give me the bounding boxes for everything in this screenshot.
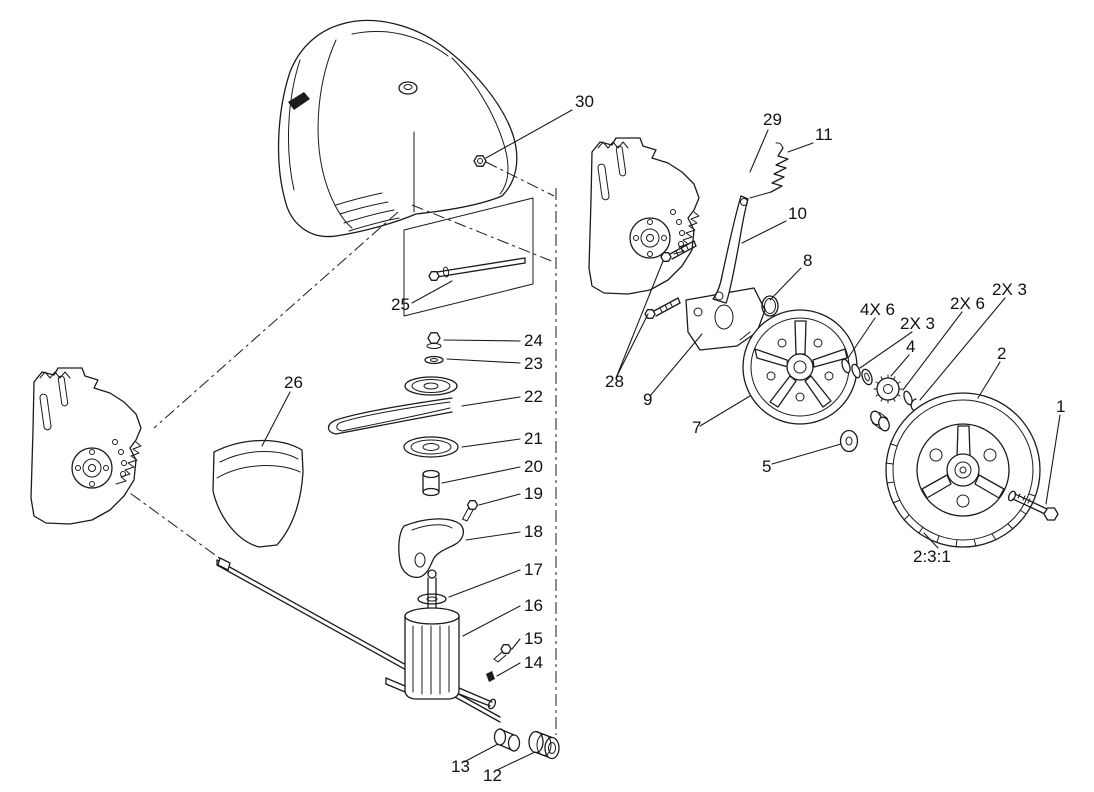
callout-21: 21 bbox=[524, 429, 543, 448]
housing-slot bbox=[288, 92, 310, 110]
belt-22 bbox=[327, 397, 453, 435]
callout-24: 24 bbox=[524, 331, 543, 350]
nut-part-30 bbox=[473, 155, 487, 167]
callout-20: 20 bbox=[524, 457, 543, 476]
bracket-9 bbox=[685, 287, 766, 351]
pinion-gear-4 bbox=[873, 374, 903, 404]
height-lever-assembly bbox=[644, 142, 789, 351]
callout-13: 13 bbox=[451, 757, 470, 776]
callout-29: 29 bbox=[763, 110, 782, 129]
bushing-13 bbox=[493, 728, 521, 752]
callout-4: 4 bbox=[906, 337, 915, 356]
drive-pulley-7 bbox=[742, 309, 858, 425]
belt-cover-26 bbox=[212, 439, 304, 548]
callout-tread-note: 2:3:1 bbox=[913, 547, 951, 566]
spacer-20 bbox=[422, 469, 440, 497]
axle-hex-detail bbox=[217, 557, 231, 571]
leader-lines bbox=[261, 109, 1061, 771]
callout-25: 25 bbox=[391, 295, 410, 314]
panel-outline bbox=[403, 197, 534, 317]
callout-17: 17 bbox=[524, 560, 543, 579]
callout-labels: 30 29 11 10 8 25 24 23 22 21 20 19 18 17… bbox=[284, 92, 1065, 785]
washer-small-4 bbox=[903, 390, 913, 406]
callout-30: 30 bbox=[575, 92, 594, 111]
rod-bolt-head bbox=[428, 271, 440, 281]
mower-housing bbox=[277, 19, 518, 238]
rod-assembly-25 bbox=[403, 197, 534, 317]
plate-spring-right bbox=[597, 141, 629, 149]
axle-bolt-1 bbox=[1007, 490, 1059, 521]
side-plate-left bbox=[30, 367, 142, 525]
bushing-13-coupling-12 bbox=[493, 728, 560, 760]
washer-small-3 bbox=[861, 368, 873, 386]
bolts-28 bbox=[644, 240, 697, 319]
bracket-18 bbox=[398, 518, 465, 578]
nut-24 bbox=[427, 332, 441, 344]
callout-11: 11 bbox=[815, 125, 833, 144]
callout-9: 9 bbox=[643, 390, 652, 409]
callout-7: 7 bbox=[692, 418, 701, 437]
callout-16: 16 bbox=[524, 596, 543, 615]
callout-2: 2 bbox=[997, 344, 1006, 363]
callout-15: 15 bbox=[524, 629, 543, 648]
callout-8: 8 bbox=[803, 251, 812, 270]
callout-qty-2x3-right: 2X 3 bbox=[992, 280, 1027, 299]
callout-12: 12 bbox=[483, 766, 502, 785]
washer-small-2 bbox=[851, 363, 861, 379]
washer-23 bbox=[424, 355, 444, 365]
bolt-15 bbox=[493, 644, 512, 663]
coupling-12 bbox=[528, 730, 560, 760]
washer-small-1 bbox=[841, 358, 851, 374]
adjuster-teeth-right bbox=[673, 211, 700, 255]
spacer-6 bbox=[870, 410, 890, 432]
callout-23: 23 bbox=[524, 354, 543, 373]
callout-26: 26 bbox=[284, 373, 303, 392]
o-ring-8 bbox=[761, 295, 779, 317]
callout-5: 5 bbox=[762, 457, 771, 476]
centerlines bbox=[111, 161, 557, 735]
callout-qty-2x6: 2X 6 bbox=[950, 294, 985, 313]
tire-tread bbox=[885, 443, 1036, 548]
oil-cap bbox=[398, 81, 418, 95]
plate-spring-left bbox=[39, 371, 71, 379]
bolt-head-hex bbox=[1043, 507, 1059, 521]
callout-22: 22 bbox=[524, 387, 543, 406]
transmission-16 bbox=[385, 569, 497, 710]
plate-hub-right bbox=[629, 217, 671, 259]
washer-17 bbox=[417, 593, 447, 605]
rear-wheel-2 bbox=[885, 392, 1041, 548]
lever-10 bbox=[712, 195, 749, 304]
callout-10: 10 bbox=[788, 204, 807, 223]
callout-qty-2x3-left: 2X 3 bbox=[900, 314, 935, 333]
callout-18: 18 bbox=[524, 522, 543, 541]
center-stack bbox=[327, 332, 512, 710]
plate-hub-left bbox=[71, 447, 113, 489]
callout-qty-4x6: 4X 6 bbox=[860, 300, 895, 319]
callout-19: 19 bbox=[524, 484, 543, 503]
callout-1: 1 bbox=[1056, 397, 1065, 416]
key-14 bbox=[486, 671, 495, 682]
callout-28: 28 bbox=[605, 372, 624, 391]
spring-11 bbox=[749, 142, 789, 199]
washer-5 bbox=[839, 429, 859, 453]
housing-hatching bbox=[335, 192, 400, 232]
bolt-19 bbox=[462, 500, 479, 522]
callout-14: 14 bbox=[524, 653, 543, 672]
side-plate-right bbox=[588, 137, 700, 295]
adjuster-teeth-left bbox=[115, 441, 142, 485]
